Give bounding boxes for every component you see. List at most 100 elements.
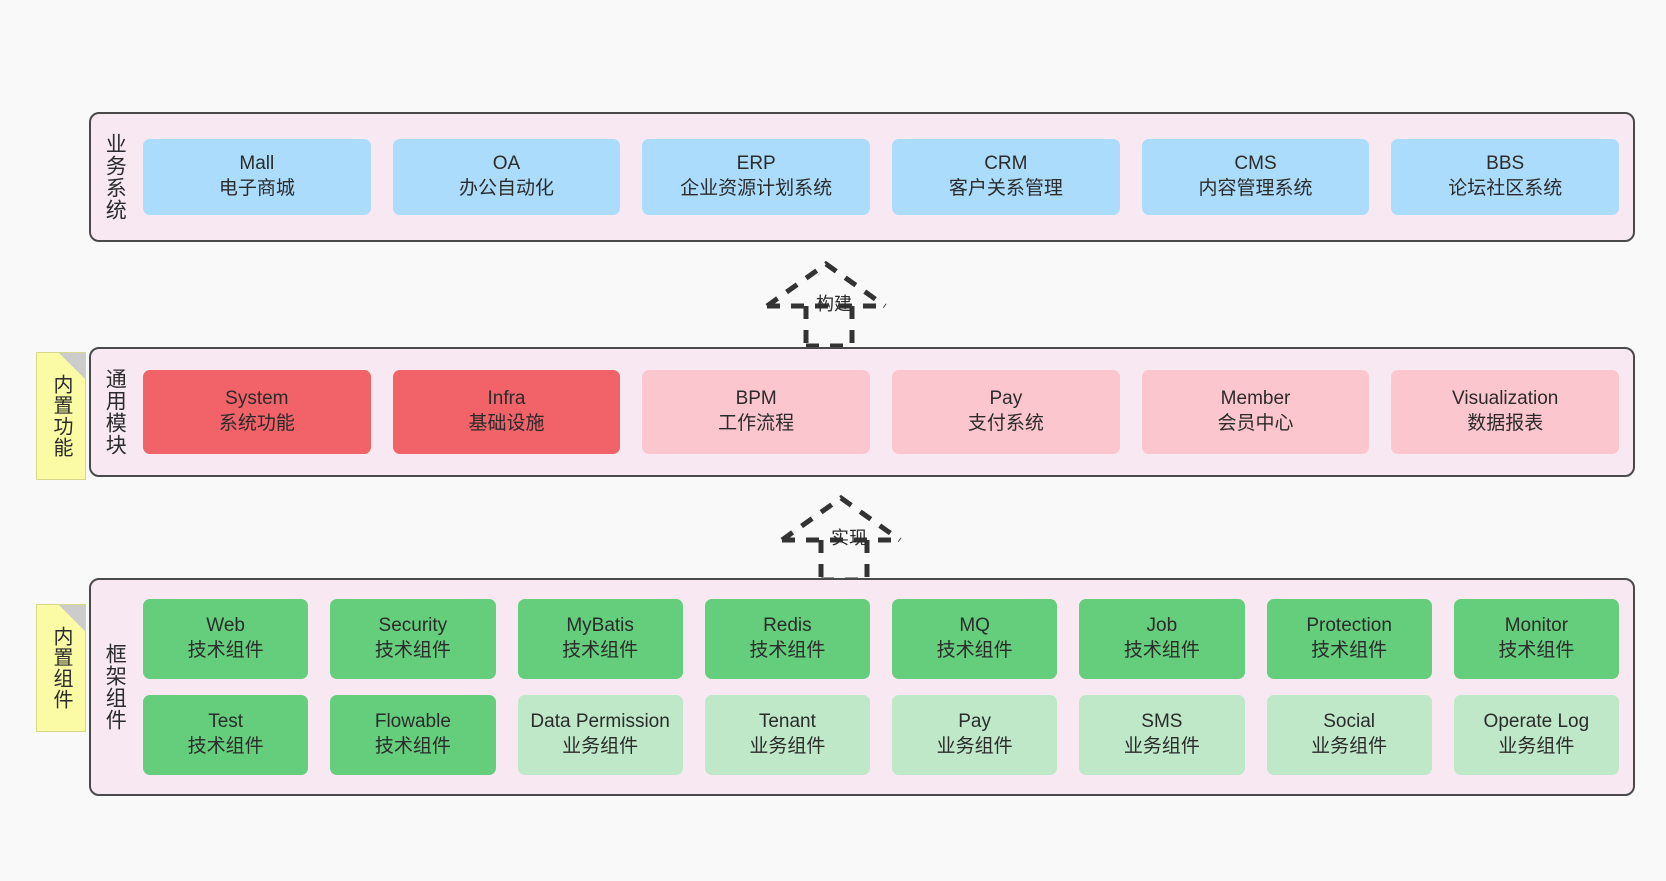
card-title: Web (206, 615, 245, 637)
card-bbs[interactable]: BBS 论坛社区系统 (1391, 139, 1620, 215)
layer-body-business-system: Mall 电子商城 OA 办公自动化 ERP 企业资源计划系统 CRM 客户关系… (137, 114, 1633, 240)
card-title: Security (378, 615, 448, 637)
card-subtitle: 业务组件 (1311, 736, 1388, 757)
card-title: Infra (487, 388, 526, 410)
card-sms[interactable]: SMS 业务组件 (1079, 695, 1245, 775)
card-test[interactable]: Test 技术组件 (143, 695, 309, 775)
business-system-card-row: Mall 电子商城 OA 办公自动化 ERP 企业资源计划系统 CRM 客户关系… (143, 139, 1620, 215)
card-subtitle: 支付系统 (967, 413, 1044, 434)
card-subtitle: 技术组件 (749, 640, 826, 661)
card-subtitle: 业务组件 (562, 736, 639, 757)
card-pay-component[interactable]: Pay 业务组件 (892, 695, 1058, 775)
card-data-permission[interactable]: Data Permission 业务组件 (517, 695, 683, 775)
card-title: MyBatis (566, 615, 634, 637)
common-module-card-row: System 系统功能 Infra 基础设施 BPM 工作流程 Pay 支付系统… (143, 370, 1620, 454)
card-title: OA (492, 153, 521, 175)
card-subtitle: 工作流程 (718, 413, 795, 434)
note-fold-corner-icon (59, 605, 85, 631)
framework-business-component-row: Test 技术组件 Flowable 技术组件 Data Permission … (143, 695, 1619, 775)
card-subtitle: 企业资源计划系统 (680, 178, 833, 199)
card-monitor[interactable]: Monitor 技术组件 (1453, 599, 1619, 679)
card-title: CRM (984, 153, 1028, 175)
layer-title-business-system: 业务系统 (103, 133, 127, 221)
card-subtitle: 业务组件 (1123, 736, 1200, 757)
card-subtitle: 技术组件 (187, 640, 264, 661)
card-cms[interactable]: CMS 内容管理系统 (1141, 139, 1370, 215)
card-mq[interactable]: MQ 技术组件 (892, 599, 1058, 679)
card-subtitle: 技术组件 (562, 640, 639, 661)
note-label: 内置组件 (50, 626, 72, 710)
card-mall[interactable]: Mall 电子商城 (143, 139, 371, 215)
card-system[interactable]: System 系统功能 (143, 370, 371, 454)
card-job[interactable]: Job 技术组件 (1079, 599, 1245, 679)
card-subtitle: 技术组件 (374, 736, 451, 757)
card-subtitle: 技术组件 (936, 640, 1013, 661)
card-subtitle: 技术组件 (1498, 640, 1575, 661)
card-title: MQ (959, 615, 990, 637)
card-title: Operate Log (1483, 711, 1590, 733)
card-title: BPM (735, 388, 777, 410)
card-subtitle: 数据报表 (1467, 413, 1544, 434)
card-infra[interactable]: Infra 基础设施 (392, 370, 621, 454)
card-bpm[interactable]: BPM 工作流程 (642, 370, 871, 454)
card-subtitle: 业务组件 (749, 736, 826, 757)
card-title: Member (1220, 388, 1291, 410)
card-subtitle: 电子商城 (218, 178, 295, 199)
layer-common-module: 通用模块 System 系统功能 Infra 基础设施 BPM 工作流程 Pay… (89, 347, 1635, 477)
framework-tech-component-row: Web 技术组件 Security 技术组件 MyBatis 技术组件 Redi… (143, 599, 1619, 679)
card-tenant[interactable]: Tenant 业务组件 (704, 695, 870, 775)
layer-title-common-module: 通用模块 (103, 368, 127, 456)
note-builtin-component: 内置组件 (36, 604, 86, 732)
layer-body-common-module: System 系统功能 Infra 基础设施 BPM 工作流程 Pay 支付系统… (137, 349, 1633, 475)
card-web[interactable]: Web 技术组件 (143, 599, 309, 679)
card-crm[interactable]: CRM 客户关系管理 (892, 139, 1120, 215)
card-subtitle: 技术组件 (187, 736, 264, 757)
note-fold-corner-icon (59, 353, 85, 379)
card-title: Protection (1306, 615, 1392, 637)
card-title: Tenant (758, 711, 816, 733)
card-title: BBS (1486, 153, 1525, 175)
card-erp[interactable]: ERP 企业资源计划系统 (642, 139, 871, 215)
build-arrow-label: 构建 (816, 294, 852, 314)
card-mybatis[interactable]: MyBatis 技术组件 (517, 599, 683, 679)
card-title: Job (1146, 615, 1178, 637)
layer-framework-component: 框架组件 Web 技术组件 Security 技术组件 MyBatis 技术组件… (89, 578, 1635, 796)
card-title: Redis (763, 615, 812, 637)
card-subtitle: 业务组件 (936, 736, 1013, 757)
card-title: Visualization (1452, 388, 1559, 410)
card-subtitle: 内容管理系统 (1198, 178, 1313, 199)
card-security[interactable]: Security 技术组件 (330, 599, 496, 679)
card-title: System (225, 388, 289, 410)
card-member[interactable]: Member 会员中心 (1141, 370, 1370, 454)
card-subtitle: 论坛社区系统 (1448, 178, 1563, 199)
card-title: Monitor (1504, 615, 1569, 637)
card-title: Flowable (374, 711, 451, 733)
card-flowable[interactable]: Flowable 技术组件 (330, 695, 496, 775)
card-title: Pay (958, 711, 991, 733)
card-pay-module[interactable]: Pay 支付系统 (892, 370, 1120, 454)
layer-body-framework-component: Web 技术组件 Security 技术组件 MyBatis 技术组件 Redi… (137, 580, 1633, 794)
card-subtitle: 业务组件 (1498, 736, 1575, 757)
card-subtitle: 办公自动化 (459, 178, 555, 199)
card-redis[interactable]: Redis 技术组件 (704, 599, 870, 679)
card-title: Mall (239, 153, 275, 175)
card-protection[interactable]: Protection 技术组件 (1266, 599, 1432, 679)
card-subtitle: 技术组件 (374, 640, 451, 661)
implement-arrow-label: 实现 (831, 528, 867, 548)
card-visualization[interactable]: Visualization 数据报表 (1391, 370, 1620, 454)
card-title: ERP (736, 153, 776, 175)
card-oa[interactable]: OA 办公自动化 (392, 139, 621, 215)
card-subtitle: 客户关系管理 (948, 178, 1063, 199)
card-title: Data Permission (530, 711, 670, 733)
card-social[interactable]: Social 业务组件 (1266, 695, 1432, 775)
card-operate-log[interactable]: Operate Log 业务组件 (1453, 695, 1619, 775)
card-title: Test (208, 711, 244, 733)
card-subtitle: 系统功能 (218, 413, 295, 434)
note-label: 内置功能 (50, 374, 72, 458)
card-title: Pay (989, 388, 1023, 410)
note-builtin-function: 内置功能 (36, 352, 86, 480)
layer-business-system: 业务系统 Mall 电子商城 OA 办公自动化 ERP 企业资源计划系统 CRM… (89, 112, 1635, 242)
card-title: SMS (1141, 711, 1183, 733)
card-title: Social (1323, 711, 1375, 733)
